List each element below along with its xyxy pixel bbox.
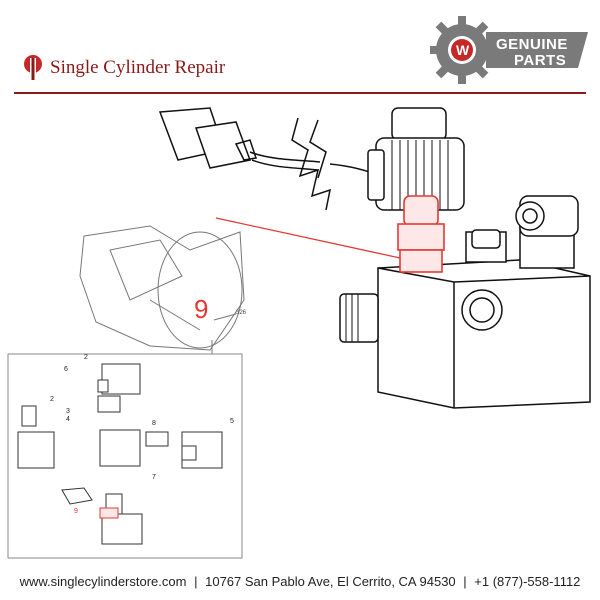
footer-contact: www.singlecylinderstore.com | 10767 San … <box>0 574 600 589</box>
badge-line2: PARTS <box>514 52 567 69</box>
brand[interactable]: Single Cylinder Repair <box>22 54 225 82</box>
gear-icon <box>430 16 588 84</box>
footer-phone-link[interactable]: +1 (877)-558-1112 <box>474 574 581 589</box>
brand-logo-icon <box>24 55 42 80</box>
inset-label-2a: 2 <box>84 354 88 361</box>
footer-separator: | <box>463 574 467 589</box>
inset-label-6: 6 <box>64 366 68 373</box>
page-header: Single Cylinder Repair W GENUINE PARTS <box>0 0 600 100</box>
header-divider <box>14 92 586 94</box>
inset-label-8: 8 <box>152 420 156 427</box>
footer-website-link[interactable]: www.singlecylinderstore.com <box>19 574 187 589</box>
footer-separator: | <box>194 574 198 589</box>
inset-label-7: 7 <box>152 474 156 481</box>
overview-ref-label: 326 <box>236 310 247 316</box>
inset-label-4: 4 <box>66 416 70 423</box>
inset-label-9: 9 <box>74 508 78 515</box>
hydraulic-valve-illustration: 3 2 6 <box>7 107 591 559</box>
inset-label-5: 5 <box>230 418 234 425</box>
genuine-parts-badge: W GENUINE PARTS <box>428 14 592 86</box>
badge-line1: GENUINE <box>496 36 568 53</box>
footer-address: 10767 San Pablo Ave, El Cerrito, CA 9453… <box>205 574 456 589</box>
badge-logo-letter: W <box>456 42 470 58</box>
parts-diagram: 326 9 2 6 2 3 4 8 5 7 9 <box>0 96 600 566</box>
part-callout-9: 9 <box>194 294 209 324</box>
inset-label-3: 3 <box>66 408 70 415</box>
inset-label-2b: 2 <box>50 396 54 403</box>
brand-name: Single Cylinder Repair <box>50 57 226 78</box>
